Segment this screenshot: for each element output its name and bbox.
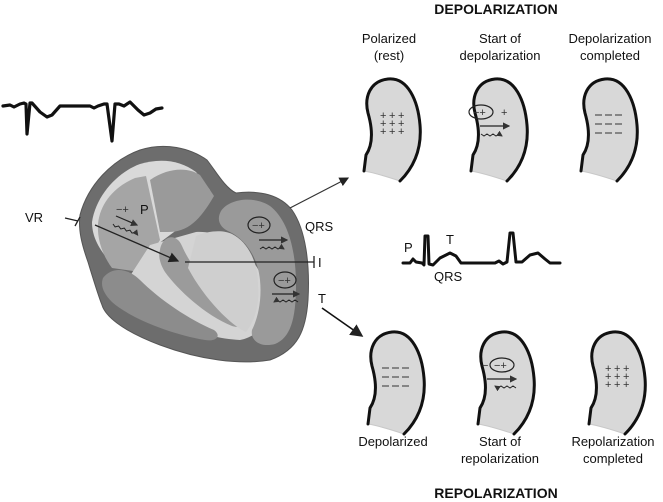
repol-stage-2-line2: repolarization: [461, 451, 539, 466]
depol-cell-3: [579, 77, 639, 183]
label-qrs: QRS: [305, 219, 334, 234]
repolarization-title: REPOLARIZATION: [434, 485, 557, 501]
repol-cell-1: [366, 330, 426, 436]
ventricle-wave-upper: [259, 243, 285, 250]
depol-stage-3-line2: completed: [580, 48, 640, 63]
dipole-ellipse: [468, 104, 494, 120]
repol-stage-1-line1: Depolarized: [358, 434, 427, 449]
ecg-label-t: T: [446, 232, 454, 247]
atrial-wave-arrow: [112, 223, 139, 236]
vector-arrow: [94, 224, 180, 263]
plus-sign: +: [605, 371, 611, 383]
plus-sign: +: [623, 363, 629, 375]
atrial-dipole: −+: [116, 204, 129, 216]
repol-stage-3-line1: Repolarization: [571, 434, 654, 449]
repol-stage-2-line1: Start of: [479, 434, 521, 449]
plus-sign: +: [614, 363, 620, 375]
right-ventricle-wall: [102, 269, 218, 341]
plus-sign: +: [380, 126, 386, 138]
ventricle-dipole-lower-sign: −+: [278, 275, 291, 287]
ventricle-dipole-upper: [247, 216, 271, 234]
label-t: T: [318, 291, 326, 306]
plus-sign: +: [389, 110, 395, 122]
ecg-strip-top-left: [1, 100, 164, 143]
depol-stage-3-line1: Depolarization: [568, 31, 651, 46]
plus-sign: +: [623, 379, 629, 391]
label-p: P: [140, 202, 149, 217]
plus-sign: +: [605, 363, 611, 375]
plus-sign: +: [398, 118, 404, 130]
plus-sign: +: [605, 379, 611, 391]
plus-sign: +: [614, 371, 620, 383]
depol-cell-1: +++++++++: [362, 77, 422, 183]
plus-sign: +: [398, 126, 404, 138]
cell-membrane: [366, 330, 426, 436]
heart: −+ −+ −+: [64, 145, 315, 363]
arrow-to-depolarization: [289, 177, 350, 209]
plus-sign: +: [389, 118, 395, 130]
dipole-sign: −+: [473, 107, 486, 119]
repol-cell-2: −+−: [476, 330, 536, 436]
plus-sign: +: [380, 118, 386, 130]
cell-membrane: [587, 330, 647, 436]
plus-sign: +: [389, 126, 395, 138]
left-atrium: [150, 169, 214, 232]
plus-sign: +: [623, 371, 629, 383]
dipole-ellipse: [489, 357, 515, 373]
right-atrium: [97, 176, 160, 272]
ecg-label-qrs: QRS: [434, 269, 463, 284]
repol-cell-3: +++++++++: [587, 330, 647, 436]
cell-membrane: [579, 77, 639, 183]
depol-stage-1-line2: (rest): [374, 48, 404, 63]
repol-stage-3-line2: completed: [583, 451, 643, 466]
dipole-sign: −+: [494, 360, 507, 372]
depolarization-title: DEPOLARIZATION: [434, 1, 557, 17]
plus-sign: +: [380, 110, 386, 122]
label-vr: VR: [25, 210, 43, 225]
cell-membrane: [362, 77, 422, 183]
outside-sign: −: [482, 360, 488, 372]
depol-stage-2-line2: depolarization: [460, 48, 541, 63]
depol-stage-1-line1: Polarized: [362, 31, 416, 46]
cell-membrane: [476, 330, 536, 436]
ventricle-wave-lower: [273, 296, 299, 303]
wave-arrow: [494, 385, 517, 392]
wave-arrow: [480, 130, 503, 137]
plus-sign: +: [614, 379, 620, 391]
ecg-strip-center: [401, 231, 562, 267]
ventricle-dipole-upper-sign: −+: [252, 220, 265, 232]
ecg-label-p: P: [404, 240, 413, 255]
left-ventricle-wall: [218, 199, 296, 346]
ventricle-dipole-lower: [273, 271, 297, 289]
arrow-to-repolarization: [321, 307, 364, 337]
plus-sign: +: [398, 110, 404, 122]
depol-cell-2: −+ +: [468, 77, 529, 183]
label-i: I: [318, 255, 322, 270]
cell-membrane: [469, 77, 529, 183]
outside-sign: +: [501, 107, 507, 119]
depol-stage-2-line1: Start of: [479, 31, 521, 46]
